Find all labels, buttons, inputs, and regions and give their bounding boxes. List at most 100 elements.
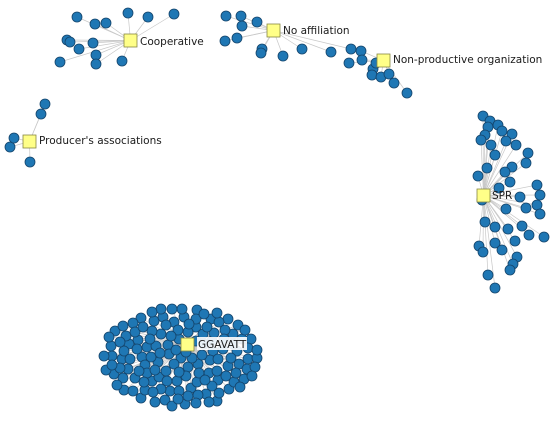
member-node-spr[interactable] [534,189,546,201]
member-node-cooperative[interactable] [89,18,101,30]
member-node-ggavatt[interactable] [127,317,139,329]
member-node-cooperative[interactable] [64,36,76,48]
member-node-spr[interactable] [504,176,516,188]
member-node-ggavatt[interactable] [155,328,167,340]
member-node-cooperative[interactable] [168,8,180,20]
member-node-cooperative[interactable] [87,37,99,49]
member-node-ggavatt[interactable] [164,385,176,397]
member-node-ggavatt[interactable] [190,397,202,409]
member-node-ggavatt[interactable] [154,347,166,359]
member-node-ggavatt[interactable] [199,374,211,386]
member-node-no-affiliation[interactable] [255,47,267,59]
member-node-no-affiliation[interactable] [219,35,231,47]
member-node-ggavatt[interactable] [211,307,223,319]
member-node-ggavatt[interactable] [246,370,258,382]
member-node-ggavatt[interactable] [230,367,242,379]
hub-cooperative[interactable]: Cooperative [123,33,204,48]
member-node-spr[interactable] [502,223,514,235]
hub-no-affiliation-square[interactable] [266,23,281,38]
hub-producers[interactable]: Producer's associations [22,134,162,149]
member-node-ggavatt[interactable] [166,400,178,412]
member-node-ggavatt[interactable] [182,361,194,373]
member-node-spr[interactable] [489,282,501,294]
member-node-non-productive[interactable] [356,54,368,66]
member-node-ggavatt[interactable] [212,353,224,365]
member-node-ggavatt[interactable] [222,313,234,325]
member-node-spr[interactable] [504,264,516,276]
member-node-spr[interactable] [489,237,501,249]
member-node-cooperative[interactable] [90,49,102,61]
member-node-ggavatt[interactable] [160,319,172,331]
member-node-spr[interactable] [510,139,522,151]
member-node-non-productive[interactable] [401,87,413,99]
hub-non-productive[interactable]: Non-productive organization [376,53,542,68]
member-node-spr[interactable] [500,203,512,215]
member-node-spr[interactable] [489,221,501,233]
member-node-ggavatt[interactable] [251,344,263,356]
member-node-spr[interactable] [500,135,512,147]
member-node-ggavatt[interactable] [118,345,130,357]
member-node-ggavatt[interactable] [161,375,173,387]
member-node-cooperative[interactable] [142,11,154,23]
member-node-ggavatt[interactable] [117,372,129,384]
member-node-ggavatt[interactable] [105,340,117,352]
member-node-spr[interactable] [520,157,532,169]
hub-no-affiliation[interactable]: No affiliation [266,23,350,38]
hub-spr-square[interactable] [476,188,491,203]
member-node-ggavatt[interactable] [206,380,218,392]
member-node-no-affiliation[interactable] [235,10,247,22]
member-node-ggavatt[interactable] [234,381,246,393]
member-node-ggavatt[interactable] [124,353,136,365]
member-node-ggavatt[interactable] [149,364,161,376]
hub-non-productive-square[interactable] [376,53,391,68]
member-node-producers[interactable] [8,132,20,144]
member-node-spr[interactable] [499,166,511,178]
member-node-ggavatt[interactable] [145,351,157,363]
member-node-spr[interactable] [496,125,508,137]
member-node-spr[interactable] [485,139,497,151]
member-node-cooperative[interactable] [100,17,112,29]
member-node-ggavatt[interactable] [196,349,208,361]
member-node-ggavatt[interactable] [98,350,110,362]
member-node-ggavatt[interactable] [149,396,161,408]
member-node-ggavatt[interactable] [213,387,225,399]
member-node-spr[interactable] [477,246,489,258]
member-node-ggavatt[interactable] [176,303,188,315]
member-node-no-affiliation[interactable] [345,43,357,55]
member-node-ggavatt[interactable] [211,365,223,377]
member-node-cooperative[interactable] [122,7,134,19]
hub-ggavatt-square[interactable] [180,337,195,352]
member-node-ggavatt[interactable] [144,333,156,345]
member-node-ggavatt[interactable] [166,303,178,315]
hub-producers-square[interactable] [22,134,37,149]
member-node-ggavatt[interactable] [147,386,159,398]
member-node-ggavatt[interactable] [249,361,261,373]
member-node-ggavatt[interactable] [129,326,141,338]
member-node-no-affiliation[interactable] [296,43,308,55]
member-node-spr[interactable] [531,199,543,211]
member-node-spr[interactable] [489,149,501,161]
member-node-spr[interactable] [509,235,521,247]
member-node-ggavatt[interactable] [111,379,123,391]
member-node-ggavatt[interactable] [239,324,251,336]
member-node-ggavatt[interactable] [182,390,194,402]
member-node-spr[interactable] [493,182,505,194]
member-node-ggavatt[interactable] [225,352,237,364]
member-node-ggavatt[interactable] [127,385,139,397]
member-node-non-productive[interactable] [343,57,355,69]
member-node-no-affiliation[interactable] [220,10,232,22]
member-node-ggavatt[interactable] [183,318,195,330]
member-node-ggavatt[interactable] [155,303,167,315]
member-node-spr[interactable] [479,216,491,228]
member-node-ggavatt[interactable] [133,365,145,377]
member-node-ggavatt[interactable] [219,324,231,336]
member-node-producers[interactable] [39,98,51,110]
member-node-ggavatt[interactable] [160,365,172,377]
member-node-spr[interactable] [516,220,528,232]
member-node-ggavatt[interactable] [198,308,210,320]
member-node-ggavatt[interactable] [137,321,149,333]
member-node-no-affiliation[interactable] [236,20,248,32]
member-node-cooperative[interactable] [73,43,85,55]
member-node-cooperative[interactable] [90,58,102,70]
member-node-spr[interactable] [496,244,508,256]
